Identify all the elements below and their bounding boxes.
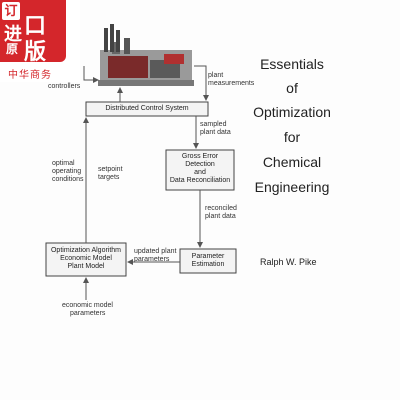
title-line-3: Optimization	[253, 104, 331, 120]
label-plant: plant	[208, 72, 224, 79]
badge-order-mark: 订	[2, 2, 20, 20]
label-reconciled: reconciled	[205, 205, 237, 212]
gross-error-line2: Detection	[185, 161, 215, 168]
label-parameters: parameters	[134, 256, 170, 263]
title-line-6: Engineering	[254, 179, 330, 195]
title-line-1: Essentials	[260, 56, 324, 72]
label-measurements: measurements	[208, 80, 255, 87]
gross-error-box	[165, 149, 235, 191]
gross-error-line1: Gross Error	[181, 153, 219, 160]
badge-char: 原	[6, 42, 19, 56]
gross-error-line4: Data Reconciliation	[169, 177, 231, 184]
author-name: Ralph W. Pike	[260, 257, 317, 267]
optimization-line1: Optimization Algorithm	[50, 247, 122, 254]
optimization-line2: Economic Model	[60, 255, 112, 262]
label-sampled: sampled	[200, 121, 227, 128]
label-reconciled-data: plant data	[205, 213, 236, 220]
plant-illustration	[98, 24, 194, 86]
title-line-2: of	[286, 80, 298, 96]
label-operating: operating	[52, 168, 82, 175]
label-setpoint: setpoint	[98, 166, 123, 173]
parameter-line2: Estimation	[191, 261, 225, 268]
label-economic-params: parameters	[70, 310, 106, 317]
badge-char: 版	[24, 40, 47, 65]
title-line-4: for	[283, 129, 301, 145]
label-plant-data: plant data	[200, 129, 231, 136]
optimization-line3: Plant Model	[67, 263, 105, 270]
label-updated: updated plant	[134, 248, 177, 255]
dcs-label: Distributed Control System	[105, 105, 189, 112]
label-optimal: optimal	[52, 160, 75, 167]
badge-char: 进	[4, 24, 22, 45]
store-badge: 订 进 口 版 原 中华商务	[0, 0, 80, 82]
badge-subtitle: 中华商务	[8, 70, 52, 81]
parameter-box	[179, 248, 237, 274]
label-targets: targets	[98, 174, 120, 181]
label-controllers: controllers	[48, 83, 81, 90]
label-conditions: conditions	[52, 176, 84, 183]
label-economic: economic model	[62, 302, 113, 309]
dcs-box	[85, 101, 209, 117]
badge-char: 口	[24, 14, 47, 39]
parameter-line1: Parameter	[191, 253, 225, 260]
gross-error-line3: and	[194, 169, 206, 176]
title-line-5: Chemical	[262, 154, 322, 170]
optimization-box	[45, 242, 127, 277]
